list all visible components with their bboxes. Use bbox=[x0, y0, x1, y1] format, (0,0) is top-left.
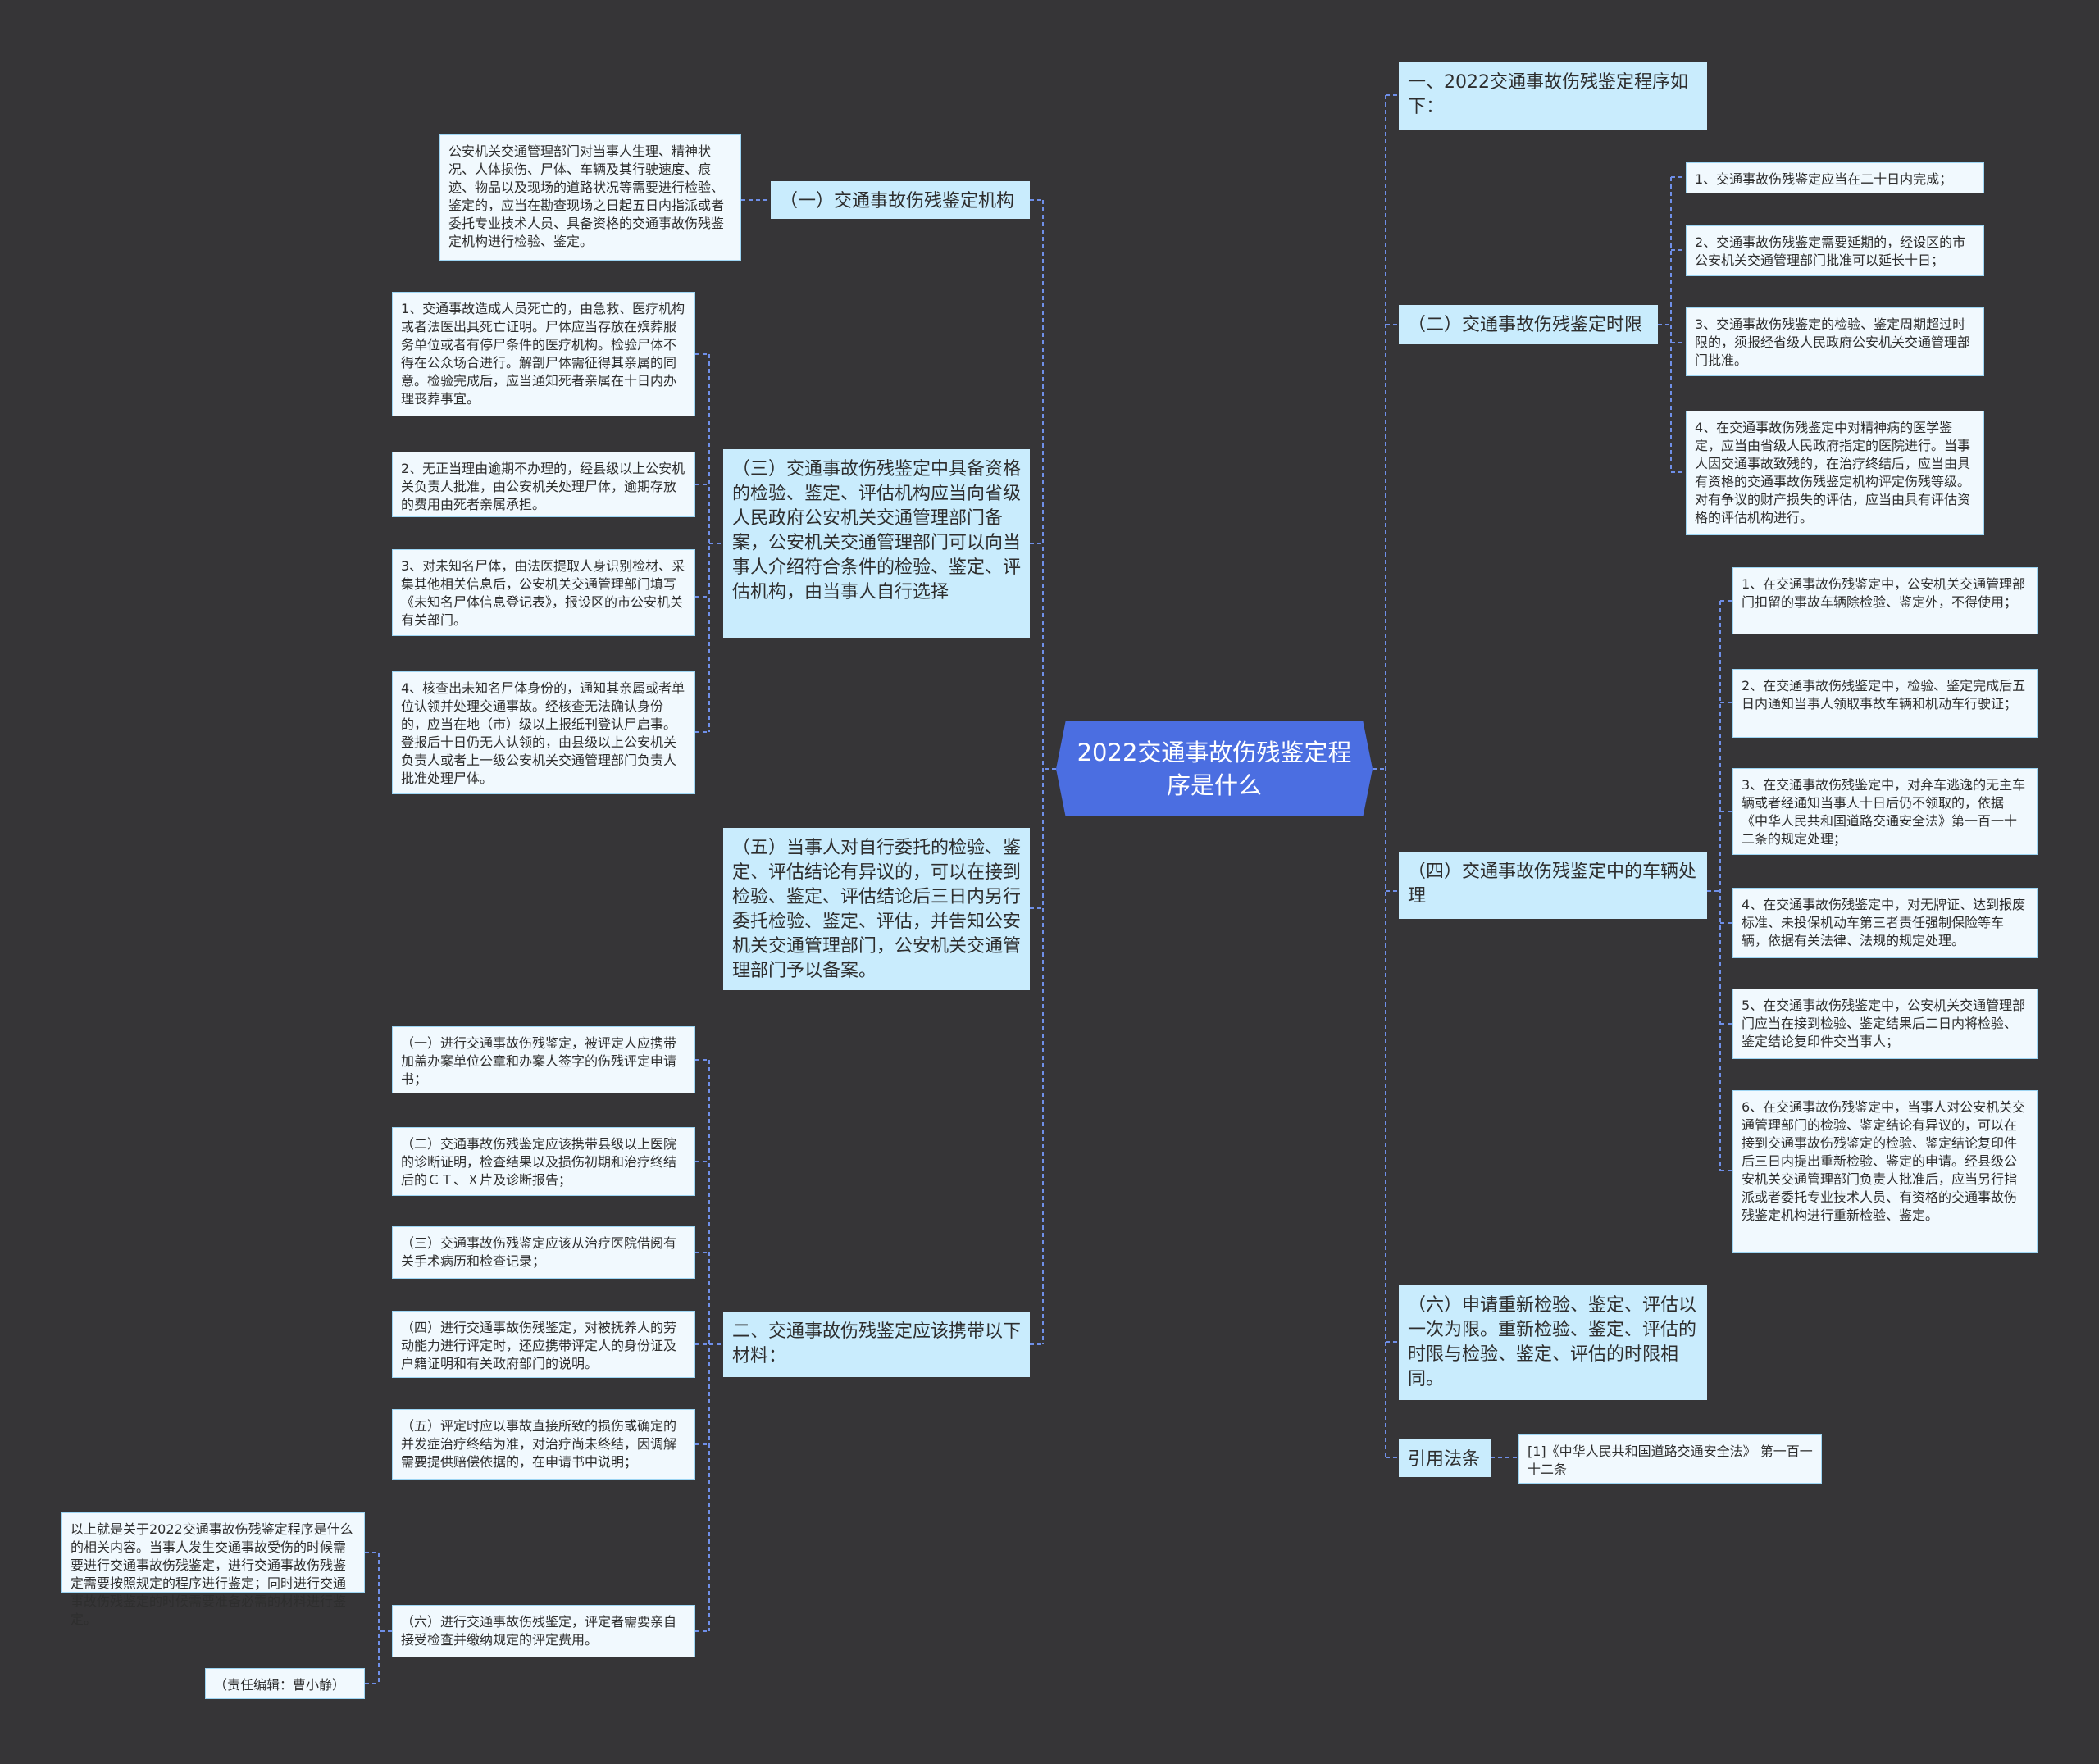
branch-reappraisal-limit[interactable]: （六）申请重新检验、鉴定、评估以一次为限。重新检验、鉴定、评估的时限与检验、鉴定… bbox=[1399, 1285, 1707, 1400]
leaf-institution-detail[interactable]: 公安机关交通管理部门对当事人生理、精神状况、人体损伤、尸体、车辆及其行驶速度、痕… bbox=[439, 134, 741, 261]
leaf-material-3[interactable]: （三）交通事故伤残鉴定应该从治疗医院借阅有关手术病历和检查记录； bbox=[392, 1226, 695, 1279]
leaf-b3-item-3[interactable]: 3、对未知名尸体，由法医提取人身识别检材、采集其他相关信息后，公安机关交通管理部… bbox=[392, 549, 695, 636]
leaf-vehicle-6[interactable]: 6、在交通事故伤残鉴定中，当事人对公安机关交通管理部门的检验、鉴定结论有异议的，… bbox=[1732, 1090, 2038, 1253]
leaf-material-4[interactable]: （四）进行交通事故伤残鉴定，对被抚养人的劳动能力进行评定时，还应携带评定人的身份… bbox=[392, 1311, 695, 1378]
leaf-cited-law[interactable]: [1]《中华人民共和国道路交通安全法》 第一百一十二条 bbox=[1518, 1434, 1822, 1484]
leaf-b3-item-4[interactable]: 4、核查出未知名尸体身份的，通知其亲属或者单位认领并处理交通事故。经核查无法确认… bbox=[392, 671, 695, 794]
leaf-b3-item-2[interactable]: 2、无正当理由逾期不办理的，经县级以上公安机关负责人批准，由公安机关处理尸体，逾… bbox=[392, 452, 695, 517]
branch-required-materials[interactable]: 二、交通事故伤残鉴定应该携带以下材料： bbox=[723, 1312, 1030, 1377]
branch-qualified-institutions[interactable]: （三）交通事故伤残鉴定中具备资格的检验、鉴定、评估机构应当向省级人民政府公安机关… bbox=[723, 449, 1030, 638]
leaf-b3-item-1[interactable]: 1、交通事故造成人员死亡的，由急救、医疗机构或者法医出具死亡证明。尸体应当存放在… bbox=[392, 292, 695, 416]
branch-appraisal-institution[interactable]: （一）交通事故伤残鉴定机构 bbox=[771, 181, 1030, 219]
leaf-vehicle-4[interactable]: 4、在交通事故伤残鉴定中，对无牌证、达到报废标准、未投保机动车第三者责任强制保险… bbox=[1732, 888, 2038, 958]
leaf-editor[interactable]: （责任编辑：曹小静） bbox=[205, 1668, 365, 1699]
leaf-material-1[interactable]: （一）进行交通事故伤残鉴定，被评定人应携带加盖办案单位公章和办案人签字的伤残评定… bbox=[392, 1026, 695, 1093]
branch-vehicle-handling[interactable]: （四）交通事故伤残鉴定中的车辆处理 bbox=[1399, 852, 1707, 919]
leaf-material-2[interactable]: （二）交通事故伤残鉴定应该携带县级以上医院的诊断证明，检查结果以及损伤初期和治疗… bbox=[392, 1127, 695, 1196]
leaf-time-limit-4[interactable]: 4、在交通事故伤残鉴定中对精神病的医学鉴定，应当由省级人民政府指定的医院进行。当… bbox=[1686, 411, 1984, 535]
branch-time-limit[interactable]: （二）交通事故伤残鉴定时限 bbox=[1399, 305, 1658, 344]
leaf-material-5[interactable]: （五）评定时应以事故直接所致的损伤或确定的并发症治疗终结为准，对治疗尚未终结，因… bbox=[392, 1409, 695, 1480]
leaf-time-limit-2[interactable]: 2、交通事故伤残鉴定需要延期的，经设区的市公安机关交通管理部门批准可以延长十日； bbox=[1686, 225, 1984, 276]
leaf-vehicle-1[interactable]: 1、在交通事故伤残鉴定中，公安机关交通管理部门扣留的事故车辆除检验、鉴定外，不得… bbox=[1732, 567, 2038, 634]
branch-self-commissioned-objection[interactable]: （五）当事人对自行委托的检验、鉴定、评估结论有异议的，可以在接到检验、鉴定、评估… bbox=[723, 828, 1030, 990]
center-topic[interactable]: 2022交通事故伤残鉴定程序是什么 bbox=[1056, 721, 1373, 816]
leaf-summary[interactable]: 以上就是关于2022交通事故伤残鉴定程序是什么的相关内容。当事人发生交通事故受伤… bbox=[61, 1512, 365, 1627]
leaf-time-limit-1[interactable]: 1、交通事故伤残鉴定应当在二十日内完成； bbox=[1686, 162, 1984, 193]
leaf-vehicle-3[interactable]: 3、在交通事故伤残鉴定中，对弃车逃逸的无主车辆或者经通知当事人十日后仍不领取的，… bbox=[1732, 768, 2038, 855]
branch-procedure-intro[interactable]: 一、2022交通事故伤残鉴定程序如下： bbox=[1399, 62, 1707, 130]
leaf-material-6[interactable]: （六）进行交通事故伤残鉴定，评定者需要亲自接受检查并缴纳规定的评定费用。 bbox=[392, 1605, 695, 1657]
leaf-vehicle-5[interactable]: 5、在交通事故伤残鉴定中，公安机关交通管理部门应当在接到检验、鉴定结果后二日内将… bbox=[1732, 989, 2038, 1059]
branch-cited-law[interactable]: 引用法条 bbox=[1399, 1439, 1491, 1477]
leaf-vehicle-2[interactable]: 2、在交通事故伤残鉴定中，检验、鉴定完成后五日内通知当事人领取事故车辆和机动车行… bbox=[1732, 669, 2038, 738]
leaf-time-limit-3[interactable]: 3、交通事故伤残鉴定的检验、鉴定周期超过时限的，须报经省级人民政府公安机关交通管… bbox=[1686, 307, 1984, 376]
